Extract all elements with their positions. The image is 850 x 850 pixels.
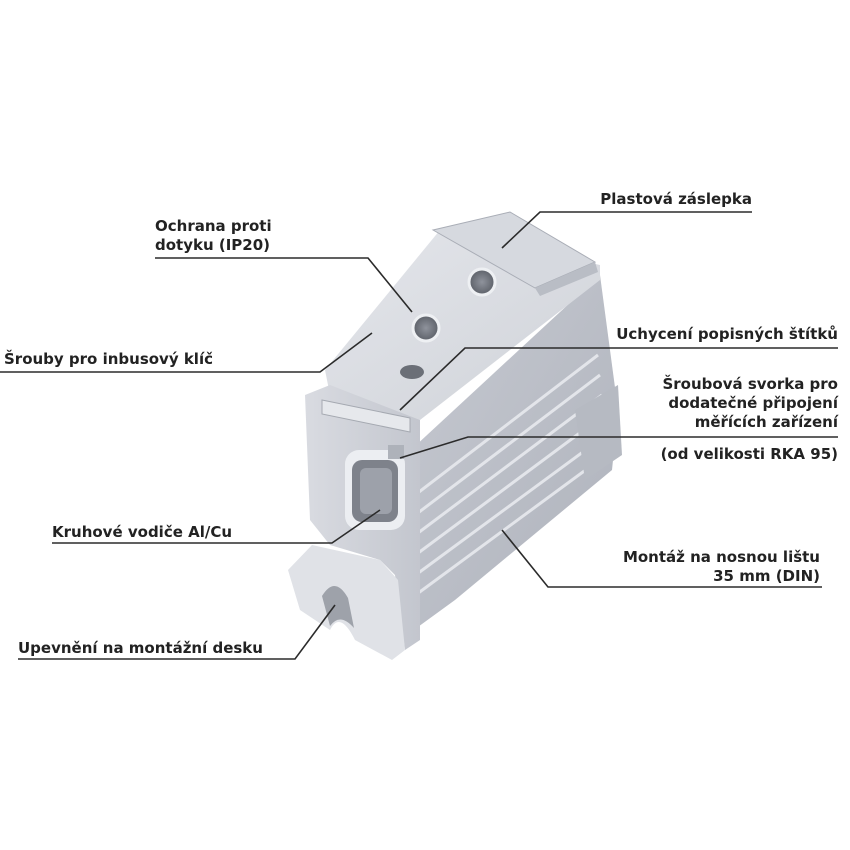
body-side-ribs (401, 353, 607, 607)
conductor-screw-face (360, 468, 392, 514)
auxiliary-clamp (388, 445, 404, 459)
terminal-body (288, 211, 622, 660)
leader-uchyceni (399, 347, 838, 411)
label-auxiliary-screw-clamp: Šroubová svorka pro dodatečné připojení … (662, 375, 838, 432)
label-line: Ochrana proti (155, 217, 272, 235)
label-line: Plastová záslepka (600, 190, 752, 208)
label-line: Upevnění na montážní desku (18, 639, 263, 657)
leader-sroubova (399, 436, 838, 459)
label-mounting-plate: Upevnění na montážní desku (18, 639, 263, 658)
leader-upevneni (18, 604, 336, 660)
label-din-rail-mount: Montáž na nosnou lištu 35 mm (DIN) (623, 548, 820, 586)
leader-kruhove (52, 509, 381, 544)
allen-screw-slot (400, 365, 424, 379)
label-allen-screws: Šrouby pro inbusový klíč (4, 350, 213, 369)
body-side-panel (400, 275, 618, 640)
label-holder-strip (321, 399, 411, 433)
label-line: dotyku (IP20) (155, 236, 271, 254)
label-line: Montáž na nosnou lištu (622, 548, 820, 566)
label-line: měřících zařízení (694, 413, 838, 431)
label-plastic-cap: Plastová záslepka (600, 190, 752, 209)
plastic-cap-edge (535, 262, 598, 296)
allen-screw-hole-front (411, 313, 441, 343)
label-line: Šroubová svorka pro (662, 375, 838, 393)
label-touch-protection: Ochrana proti dotyku (IP20) (155, 217, 272, 255)
label-line: 35 mm (DIN) (713, 567, 820, 585)
leader-srouby (0, 332, 373, 373)
label-size-note: (od velikosti RKA 95) (661, 445, 838, 464)
label-line: dodatečné připojení (668, 394, 838, 412)
leader-lines (0, 211, 838, 660)
label-line: Šrouby pro inbusový klíč (4, 350, 213, 368)
din-rail-foot (575, 385, 622, 480)
allen-screw-hole-rear (467, 267, 497, 297)
mounting-slot (322, 585, 354, 628)
label-line: Kruhové vodiče Al/Cu (52, 523, 233, 541)
leader-ochrana (155, 257, 413, 313)
label-round-conductors: Kruhové vodiče Al/Cu (52, 523, 232, 542)
label-line: (od velikosti RKA 95) (660, 445, 838, 463)
label-marker-holder: Uchycení popisných štítků (616, 325, 838, 344)
label-line: Uchycení popisných štítků (616, 325, 838, 343)
leader-plastova (501, 211, 752, 249)
leader-montaz (501, 529, 822, 588)
